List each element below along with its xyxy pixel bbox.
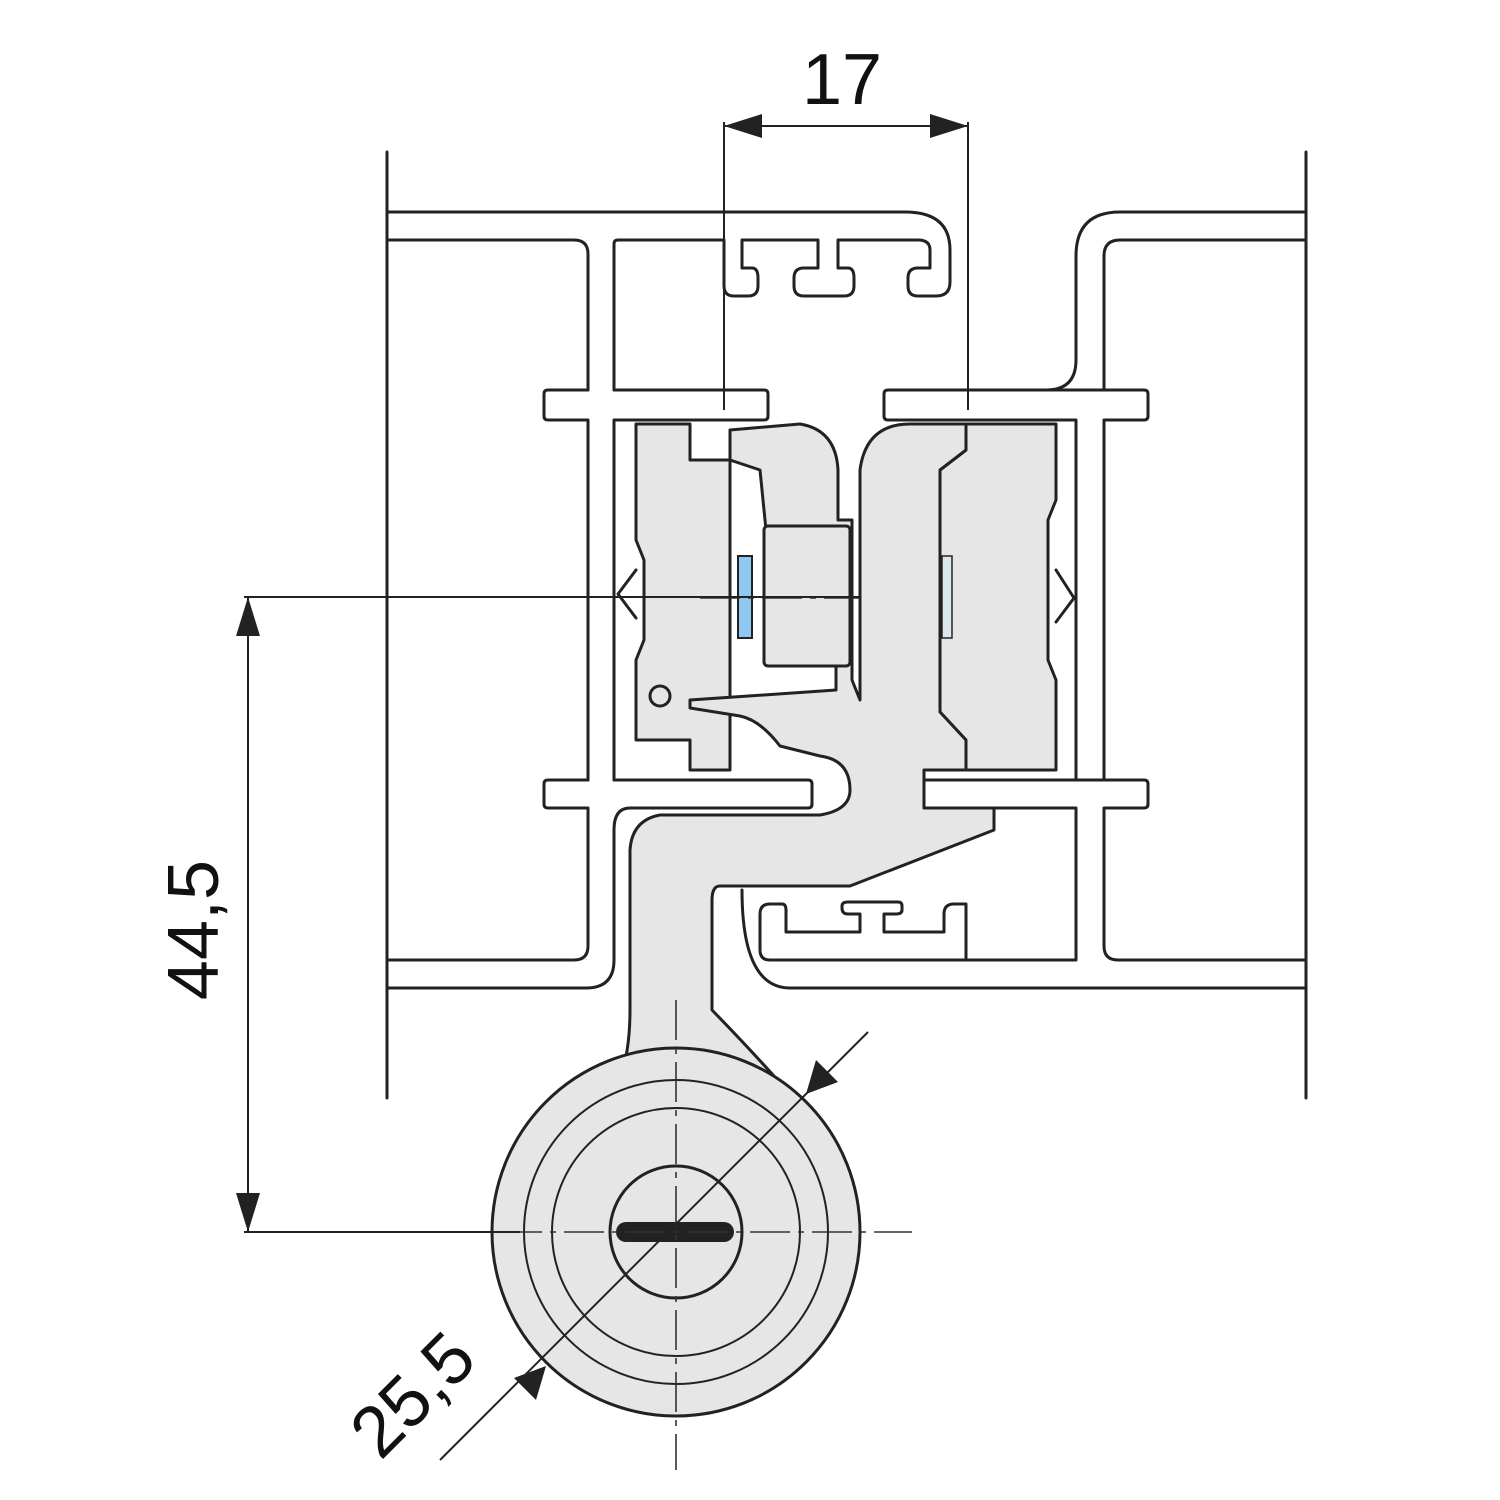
dimension-height-label: 44,5: [154, 860, 234, 1000]
hinge-body-right: [938, 422, 1058, 772]
pin-icon: [648, 684, 672, 708]
right-notch-icon: [1054, 568, 1076, 624]
dimension-diameter-label: 25,5: [335, 1317, 491, 1473]
dimension-width: 17: [723, 40, 969, 410]
aluminium-profile: [385, 150, 1308, 1100]
dimension-height: 44,5: [154, 596, 860, 1233]
left-notch-icon: [616, 568, 638, 620]
dimension-width-label: 17: [802, 40, 882, 120]
blue-marker-right-icon: [941, 555, 953, 639]
